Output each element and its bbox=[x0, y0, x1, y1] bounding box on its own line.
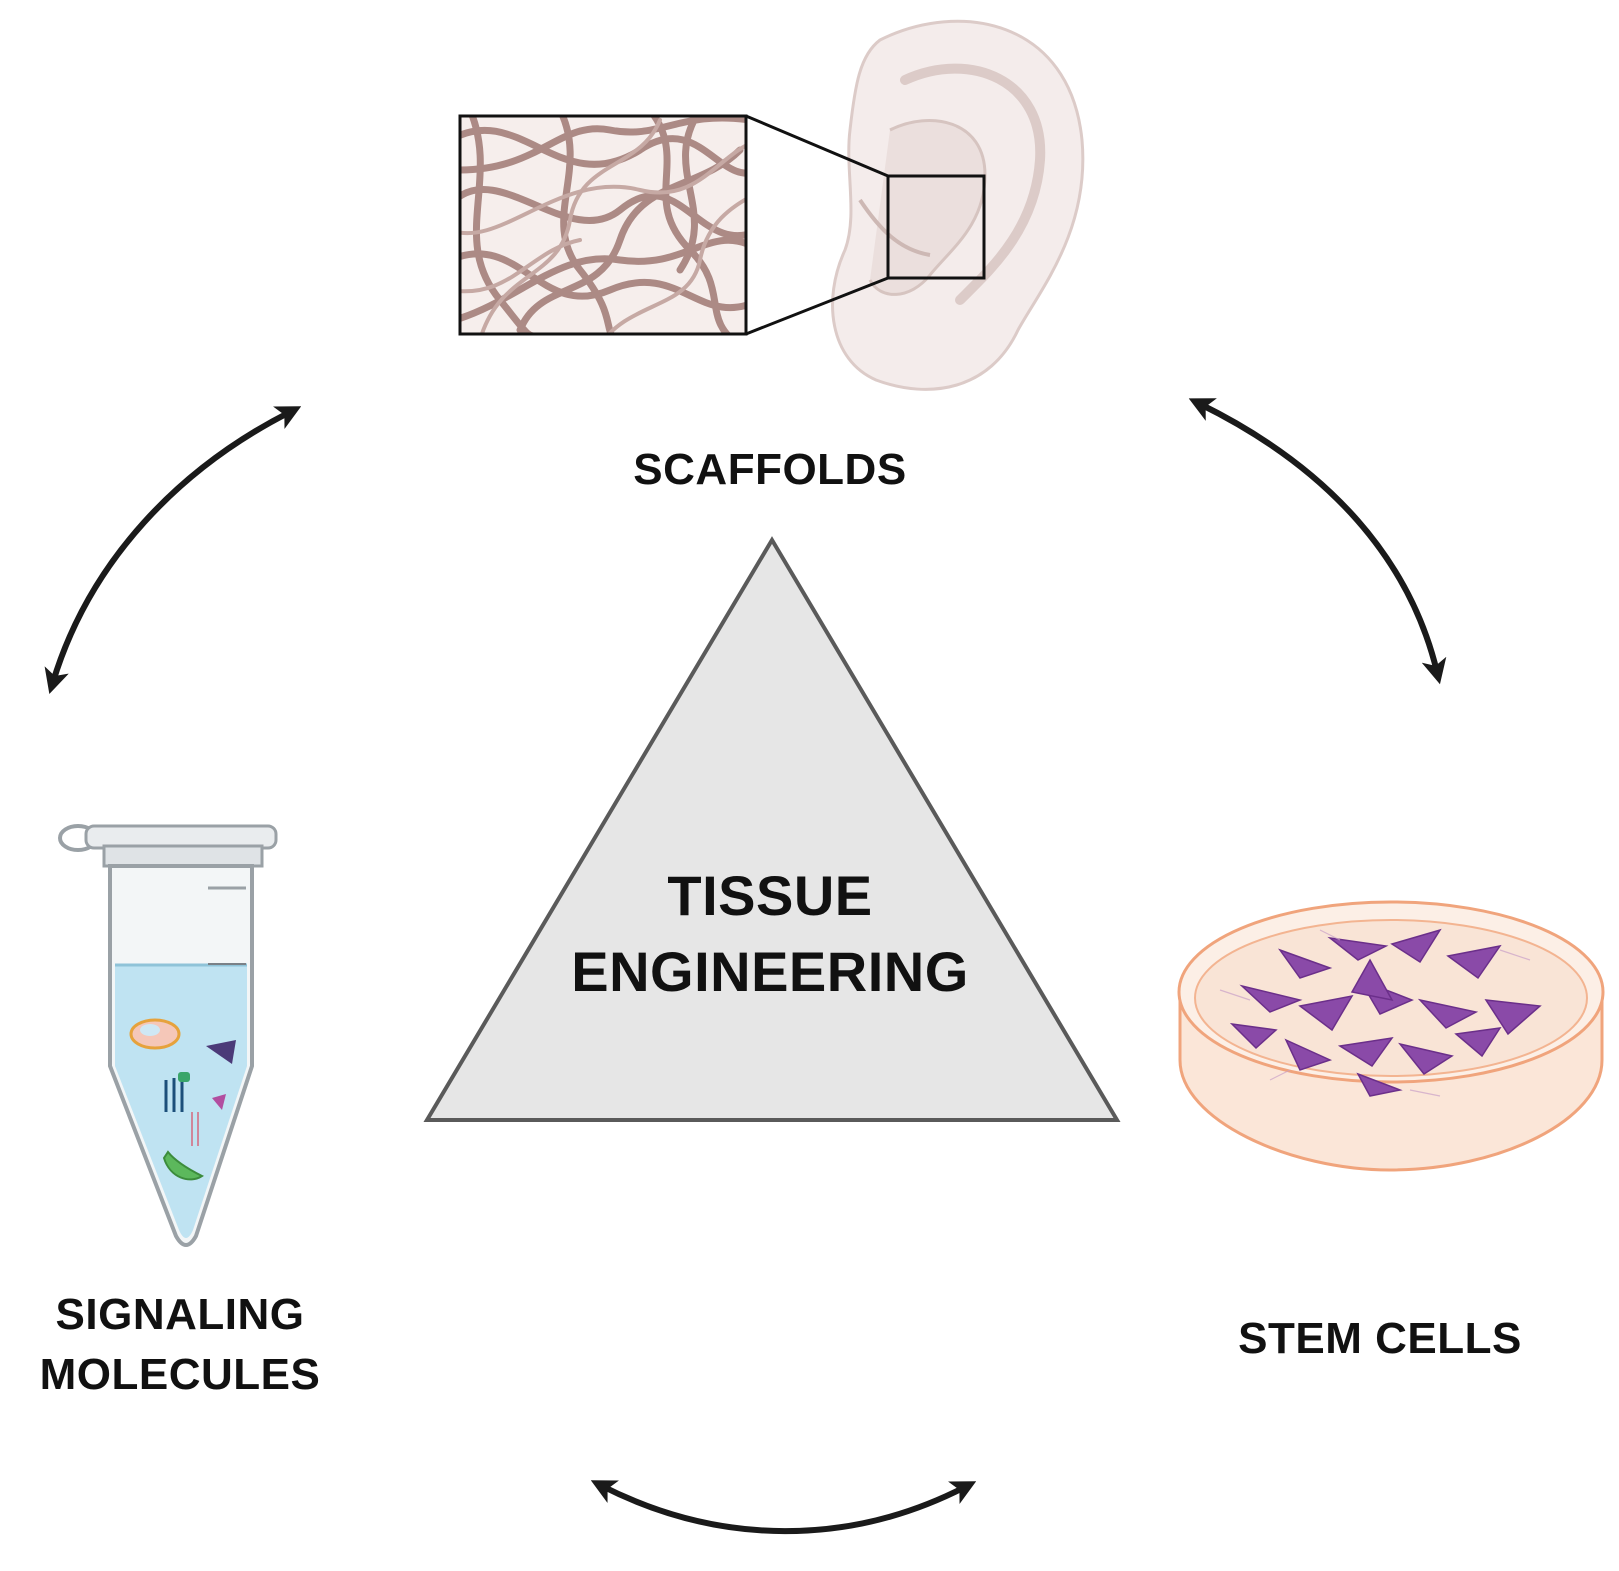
ear-zoom-box bbox=[886, 174, 986, 280]
center-triangle bbox=[423, 536, 1121, 1122]
petri-dish-cells-icon bbox=[1177, 900, 1605, 1172]
stem-cells-label: STEM CELLS bbox=[1238, 1314, 1522, 1363]
arrow-signaling-stemcells bbox=[590, 1480, 977, 1535]
center-title: TISSUE ENGINEERING bbox=[540, 858, 1000, 1010]
ear-scaffold-icon bbox=[458, 19, 1085, 391]
scaffolds-label: SCAFFOLDS bbox=[633, 445, 907, 494]
microtube-icon bbox=[58, 824, 278, 1247]
signaling-molecules-label: SIGNALING MOLECULES bbox=[0, 1285, 360, 1405]
molecule-green bbox=[162, 1150, 204, 1181]
molecule-purple bbox=[206, 1040, 236, 1064]
signaling-label-line-1: SIGNALING bbox=[55, 1290, 305, 1339]
ear-helix bbox=[900, 63, 1046, 305]
arrow-scaffolds-stemcells bbox=[1188, 398, 1447, 685]
stem-cells bbox=[1229, 928, 1542, 1097]
signaling-label-line-2: MOLECULES bbox=[39, 1350, 321, 1399]
center-title-line-1: TISSUE bbox=[667, 864, 873, 927]
molecule-helix bbox=[164, 1078, 184, 1112]
arrow-scaffolds-signaling bbox=[44, 406, 302, 695]
ear-lobe bbox=[858, 198, 931, 257]
ear-inner bbox=[868, 118, 987, 296]
center-title-line-2: ENGINEERING bbox=[571, 940, 969, 1003]
